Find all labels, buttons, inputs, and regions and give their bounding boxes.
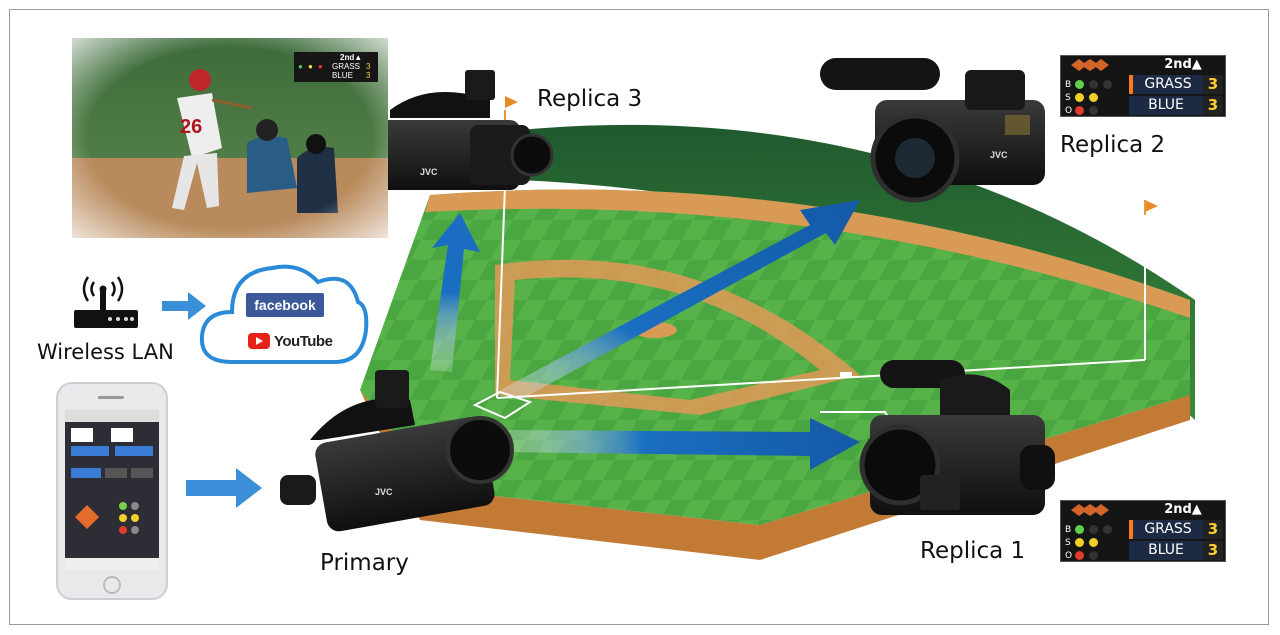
- facebook-logo: facebook: [246, 293, 324, 317]
- inning-indicator: 2nd▲: [1164, 57, 1202, 72]
- broadcast-photo: 26 2nd▲ ● ● ● GRASS 3 BLUE 3: [72, 38, 388, 238]
- count-lights: B S O: [1065, 78, 1129, 117]
- youtube-label: YouTube: [274, 332, 333, 350]
- phone-home-button: [103, 576, 121, 594]
- camera-replica1: [859, 360, 1055, 515]
- diagram-frame: [9, 9, 1269, 625]
- photo-scoreboard: 2nd▲ ● ● ● GRASS 3 BLUE 3: [294, 52, 378, 82]
- phone-remote-screen: [65, 410, 159, 570]
- smartphone: [56, 382, 168, 600]
- foul-line-left: [496, 184, 506, 399]
- arrow-to-cloud: [162, 292, 206, 320]
- foul-line-right: [496, 359, 1146, 399]
- arrow-phone-to-primary: [186, 468, 262, 508]
- arrow-to-replica2: [500, 200, 860, 400]
- camera-replica2: JVC: [820, 58, 1045, 203]
- field-slab-edge: [360, 390, 1190, 560]
- home-plate: [472, 390, 533, 420]
- label-replica2: Replica 2: [1060, 132, 1166, 158]
- jvc-logo-replica3: JVC: [420, 167, 438, 177]
- camera-primary: JVC: [280, 370, 514, 532]
- router-icon: [74, 276, 138, 328]
- label-primary: Primary: [320, 550, 409, 576]
- jvc-logo-replica2: JVC: [990, 150, 1008, 160]
- count-lights: B S O: [1065, 523, 1129, 562]
- label-wireless-lan: Wireless LAN: [37, 340, 174, 364]
- label-replica1: Replica 1: [920, 538, 1026, 564]
- arrow-to-replica1: [500, 418, 860, 470]
- youtube-logo: YouTube: [248, 330, 333, 352]
- inning-indicator: 2nd▲: [1164, 502, 1202, 517]
- label-replica3: Replica 3: [537, 86, 643, 112]
- jvc-logo-primary: JVC: [375, 487, 393, 497]
- phone-speaker: [98, 396, 124, 399]
- infield-grass: [510, 277, 820, 400]
- first-base: [840, 372, 852, 378]
- base-diamond-icon: [1071, 504, 1109, 516]
- base-diamond-icon: [1071, 59, 1109, 71]
- youtube-play-icon: [248, 333, 270, 349]
- arrow-to-replica3: [430, 213, 480, 372]
